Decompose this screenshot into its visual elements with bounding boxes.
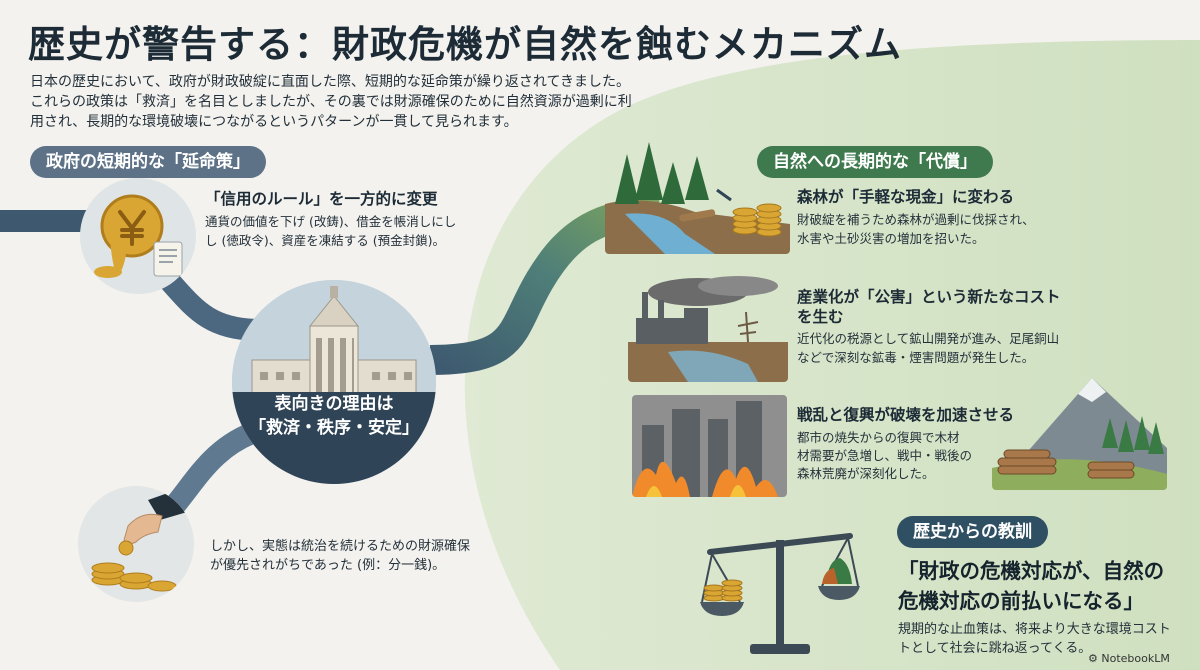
balance-scale-illustration xyxy=(700,520,860,660)
intro-line-3: 用され、長期的な環境破壊につながるというパターンが一貫して見られます。 xyxy=(30,114,518,130)
diet-label: 表向きの理由は 「救済・秩序・安定」 xyxy=(232,392,436,440)
intro-line-1: 日本の歴史において、政府が財政破綻に直面した際、短期的な延命策が繰り返されてきま… xyxy=(30,74,631,90)
yen-coin-illustration xyxy=(80,178,196,294)
deforestation-scene xyxy=(605,134,790,254)
lesson-line-2: トとして社会に跳ね返ってくる。 xyxy=(898,641,1092,656)
factory-smoke-icon xyxy=(628,276,788,382)
national-diet-building-icon xyxy=(232,280,436,484)
credit-rule-title: 「信用のルール」を一方的に変更 xyxy=(205,190,438,208)
industry-line-2: などで深刻な鉱毒・煙害問題が発生した。 xyxy=(797,350,1035,365)
reality-line-1: しかし、実態は統治を続けるための財源確保 xyxy=(210,539,471,554)
war-title: 戦乱と復興が破壊を加速させる xyxy=(797,406,1015,424)
melting-yen-coin-icon xyxy=(94,194,183,278)
industrial-pollution-scene xyxy=(628,272,788,382)
government-heading: 政府の短期的な「延命策」 xyxy=(30,146,266,178)
forest-river-coins-icon xyxy=(605,142,790,254)
forest-line-1: 財破綻を補うため森林が過剰に伐採され、 xyxy=(797,212,1035,227)
logged-mountain-scene xyxy=(992,378,1167,490)
war-line-1: 都市の焼失からの復興で木材 xyxy=(797,430,960,445)
brand-logo-icon: ⚙ xyxy=(1088,652,1102,665)
diet-building-illustration xyxy=(232,280,436,484)
industry-title-1: 産業化が「公害」という新たなコスト xyxy=(797,288,1061,306)
war-fire-scene xyxy=(632,395,787,497)
industry-line-1: 近代化の税源として鉱山開発が進み、足尾銅山 xyxy=(797,331,1060,346)
brand-name: NotebookLM xyxy=(1101,652,1170,665)
reality-line-2: が優先されがちであった (例：分一銭)。 xyxy=(210,558,446,573)
lesson-quote-line-1: 「財政の危機対応が、自然の xyxy=(898,559,1165,583)
lesson-quote: 「財政の危機対応が、自然の 危機対応の前払いになる」 xyxy=(898,556,1164,616)
forest-line-2: 水害や土砂災害の増加を招いた。 xyxy=(797,231,985,246)
page-title: 歴史が警告する：財政危機が自然を蝕むメカニズム xyxy=(28,23,902,66)
lesson-line-1: 規期的な止血策は、将来より大きな環境コスト xyxy=(898,622,1171,637)
diet-label-line-2: 「救済・秩序・安定」 xyxy=(249,418,419,438)
industry-title-2: を生む xyxy=(797,308,844,326)
nature-heading: 自然への長期的な「代償」 xyxy=(757,146,993,178)
mountain-logs-icon xyxy=(992,378,1167,490)
brand-badge: ⚙ NotebookLM xyxy=(1088,652,1170,665)
lesson-heading: 歴史からの教訓 xyxy=(897,516,1048,548)
hand-coins-icon xyxy=(91,486,194,592)
burning-city-icon xyxy=(632,395,787,497)
hand-taking-coins-illustration xyxy=(78,486,194,602)
balance-scale-icon xyxy=(700,533,860,654)
credit-rule-line-1: 通貨の価値を下げ (改鋳)、借金を帳消しにし xyxy=(205,214,457,229)
intro-line-2: これらの政策は「救済」を名目としましたが、その裏では財源確保のために自然資源が過… xyxy=(30,94,632,110)
war-line-2: 材需要が急増し、戦中・戦後の xyxy=(797,448,973,463)
forest-title: 森林が「手軽な現金」に変わる xyxy=(797,188,1015,206)
credit-rule-line-2: し (徳政令)、資産を凍結する (預金封鎖)。 xyxy=(205,233,445,248)
diet-label-line-1: 表向きの理由は xyxy=(274,394,394,414)
war-line-3: 森林荒廃が深刻化した。 xyxy=(797,466,935,481)
lesson-quote-line-2: 危機対応の前払いになる」 xyxy=(898,589,1144,613)
